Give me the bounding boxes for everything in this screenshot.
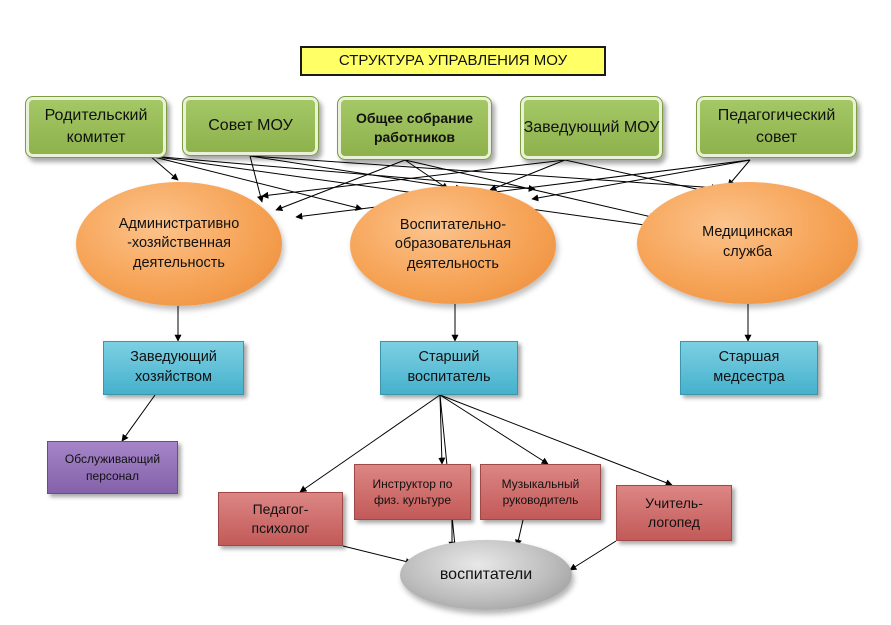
connector-arrow bbox=[439, 394, 673, 486]
node-music-director: Музыкальный руководитель bbox=[480, 464, 601, 520]
connector-arrow bbox=[404, 159, 449, 190]
node-senior-nurse: Старшая медсестра bbox=[680, 341, 818, 395]
connector-arrow bbox=[342, 545, 413, 565]
connector-arrow bbox=[149, 155, 536, 192]
connector-arrow bbox=[275, 159, 406, 211]
node-parent-committee: Родительский комитет bbox=[25, 96, 167, 158]
connector-arrow bbox=[531, 159, 751, 202]
connector-arrow bbox=[299, 394, 441, 493]
connector-arrow bbox=[261, 159, 566, 199]
node-education-activity: Воспитательно- образовательная деятельно… bbox=[350, 186, 556, 304]
node-service-staff: Обслуживающий персонал bbox=[47, 441, 178, 494]
node-admin-activity: Административно -хозяйственная деятельно… bbox=[76, 182, 282, 306]
connector-arrow bbox=[249, 155, 463, 192]
node-psychologist: Педагог- психолог bbox=[218, 492, 343, 546]
connector-arrow bbox=[149, 155, 653, 229]
node-council: Совет МОУ bbox=[182, 96, 319, 156]
node-senior-educator: Старший воспитатель bbox=[380, 341, 518, 395]
node-speech-therapist: Учитель- логопед bbox=[616, 485, 732, 541]
connector-arrow bbox=[727, 159, 751, 187]
node-educators: воспитатели bbox=[400, 540, 572, 610]
node-head: Заведующий МОУ bbox=[520, 96, 663, 160]
node-general-meeting: Общее собрание работников bbox=[337, 96, 492, 160]
connector-arrow bbox=[149, 155, 363, 211]
node-medical-service: Медицинская служба bbox=[637, 182, 858, 304]
connector-arrow bbox=[249, 155, 719, 192]
connector-arrow bbox=[249, 155, 264, 203]
node-pe-instructor: Инструктор по физ. культуре bbox=[354, 464, 471, 520]
connector-arrow bbox=[564, 159, 711, 195]
node-pedagogical-council: Педагогический совет bbox=[696, 96, 857, 158]
connector-arrow bbox=[439, 394, 549, 465]
connector-arrow bbox=[569, 540, 617, 571]
connector-arrow bbox=[489, 159, 566, 191]
node-housekeeping-head: Заведующий хозяйством bbox=[103, 341, 244, 395]
connector-arrow bbox=[438, 394, 446, 465]
diagram-title: СТРУКТУРА УПРАВЛЕНИЯ МОУ bbox=[300, 46, 606, 76]
connector-arrow bbox=[404, 159, 657, 220]
connector-arrow bbox=[149, 155, 179, 181]
connector-arrow bbox=[121, 394, 156, 442]
